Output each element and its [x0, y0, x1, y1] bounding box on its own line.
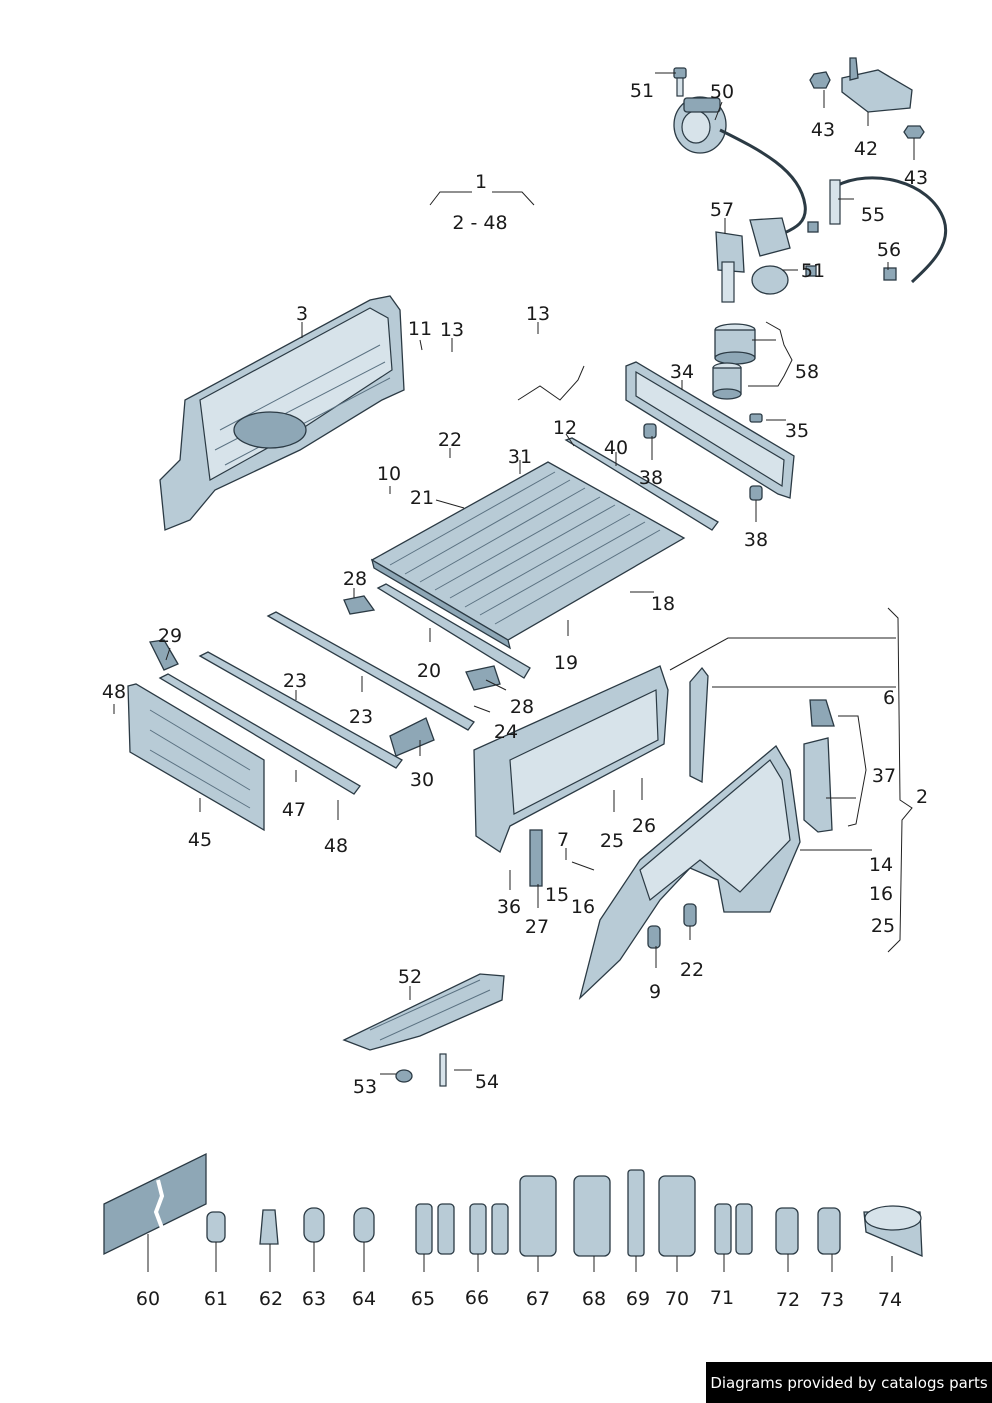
label-29: 29: [158, 625, 182, 647]
label-30: 30: [410, 769, 434, 791]
label-60: 60: [136, 1288, 160, 1310]
callout-labels: 1 2 - 48 2 3 6 7 9 10 11 12 13 13 14 15 …: [102, 80, 928, 1311]
label-13b: 13: [526, 303, 550, 325]
label-2: 2: [916, 786, 928, 808]
label-23a: 23: [283, 670, 307, 692]
label-25b: 25: [871, 915, 895, 937]
label-18: 18: [651, 593, 675, 615]
side-panel-right: [473, 665, 835, 1001]
label-21: 21: [410, 487, 434, 509]
label-70: 70: [665, 1288, 689, 1310]
label-71: 71: [710, 1287, 734, 1309]
label-2-48: 2 - 48: [452, 212, 507, 234]
label-40: 40: [604, 437, 628, 459]
label-24: 24: [494, 721, 518, 743]
label-43b: 43: [904, 167, 928, 189]
label-6: 6: [883, 687, 895, 709]
rails-left: [127, 583, 531, 832]
label-19: 19: [554, 652, 578, 674]
label-25a: 25: [600, 830, 624, 852]
label-54: 54: [475, 1071, 499, 1093]
label-57: 57: [710, 199, 734, 221]
rails-top: [564, 361, 795, 531]
label-52: 52: [398, 966, 422, 988]
label-15: 15: [545, 884, 569, 906]
label-68: 68: [582, 1288, 606, 1310]
label-67: 67: [526, 1288, 550, 1310]
label-20: 20: [417, 660, 441, 682]
label-37: 37: [872, 765, 896, 787]
label-28a: 28: [343, 568, 367, 590]
label-74: 74: [878, 1289, 902, 1311]
label-22b: 22: [680, 959, 704, 981]
label-42: 42: [854, 138, 878, 160]
label-1: 1: [475, 171, 487, 193]
label-35: 35: [785, 420, 809, 442]
label-65: 65: [411, 1288, 435, 1310]
label-28b: 28: [510, 696, 534, 718]
bed-liner: [342, 973, 505, 1087]
label-47: 47: [282, 799, 306, 821]
label-34: 34: [670, 361, 694, 383]
label-38b: 38: [744, 529, 768, 551]
label-53: 53: [353, 1076, 377, 1098]
label-3: 3: [296, 303, 308, 325]
label-61: 61: [204, 1288, 228, 1310]
label-48b: 48: [324, 835, 348, 857]
label-31: 31: [508, 446, 532, 468]
label-63: 63: [302, 1288, 326, 1310]
label-22a: 22: [438, 429, 462, 451]
label-55: 55: [861, 204, 885, 226]
bed-floor: [370, 461, 686, 650]
front-bed-panel: [159, 295, 405, 531]
label-38a: 38: [639, 467, 663, 489]
leader-lines: [113, 72, 915, 1272]
label-72: 72: [776, 1289, 800, 1311]
label-16a: 16: [571, 896, 595, 918]
label-64: 64: [352, 1288, 376, 1310]
label-11: 11: [408, 318, 432, 340]
label-10: 10: [377, 463, 401, 485]
label-58: 58: [795, 361, 819, 383]
label-56: 56: [877, 239, 901, 261]
label-36: 36: [497, 896, 521, 918]
label-51b: 51: [801, 260, 825, 282]
label-7: 7: [557, 829, 569, 851]
label-23b: 23: [349, 706, 373, 728]
label-45: 45: [188, 829, 212, 851]
label-50: 50: [710, 81, 734, 103]
label-51a: 51: [630, 80, 654, 102]
label-14: 14: [869, 854, 893, 876]
label-73: 73: [820, 1289, 844, 1311]
label-43a: 43: [811, 119, 835, 141]
label-48a: 48: [102, 681, 126, 703]
winch-assembly: [673, 57, 948, 400]
label-26: 26: [632, 815, 656, 837]
label-16b: 16: [869, 883, 893, 905]
label-12: 12: [553, 417, 577, 439]
label-9: 9: [649, 981, 661, 1003]
label-69: 69: [626, 1288, 650, 1310]
consumables: [103, 1152, 923, 1258]
label-27: 27: [525, 916, 549, 938]
label-13a: 13: [440, 319, 464, 341]
label-62: 62: [259, 1288, 283, 1310]
credit-banner[interactable]: Diagrams provided by catalogs parts: [706, 1362, 992, 1403]
label-66: 66: [465, 1287, 489, 1309]
